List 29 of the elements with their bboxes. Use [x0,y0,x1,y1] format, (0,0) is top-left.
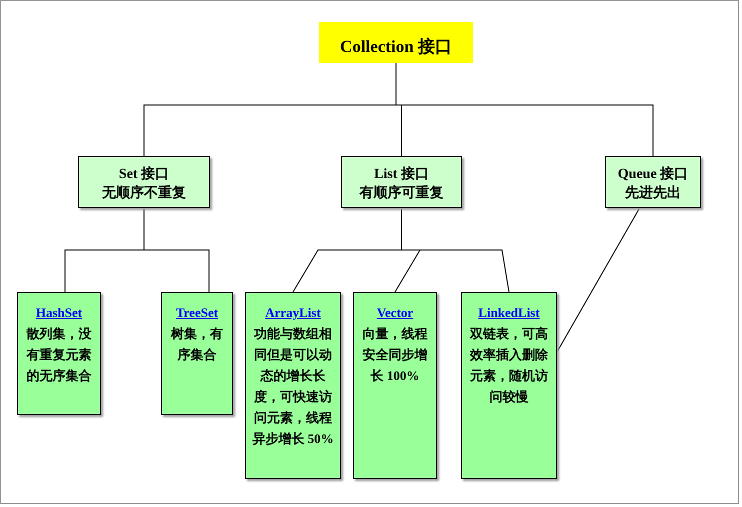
connector-line [556,208,640,352]
box-description: 有顺序可重复 [360,184,444,203]
box-description: 先进先出 [625,184,681,203]
box-description: 向量，线程安全同步增长 100% [362,325,428,385]
box-description: 双链表，可高效率插入删除元素，随机访问较慢 [468,325,549,406]
box-heading: Collection 接口 [340,36,452,58]
box-heading: Queue 接口 [618,165,688,184]
class-link: Vector [376,304,414,322]
class-link: TreeSet [176,304,218,322]
box-description: 树集，有序集合 [170,325,224,364]
connector-line [401,208,510,292]
box-heading: List 接口 [374,165,429,184]
class-box [353,292,437,479]
class-box [161,292,233,415]
interface-box [605,156,701,208]
class-box [461,292,557,479]
box-description: 散列集，没有重复元素的无序集合 [25,325,92,385]
class-link: ArrayList [265,304,321,322]
class-link: LinkedList [478,304,540,322]
box-description: 无顺序不重复 [102,184,186,203]
connector-line [144,208,210,292]
class-box [17,292,101,415]
root-box [319,22,473,63]
box-description: 功能与数组相同但是可以动态的增长长度，可快速访问元素，线程异步增长 50% [251,325,335,448]
class-box [245,292,341,479]
class-link: HashSet [36,304,82,322]
box-heading: Set 接口 [118,165,170,184]
interface-box [341,156,462,208]
interface-box [78,156,210,208]
